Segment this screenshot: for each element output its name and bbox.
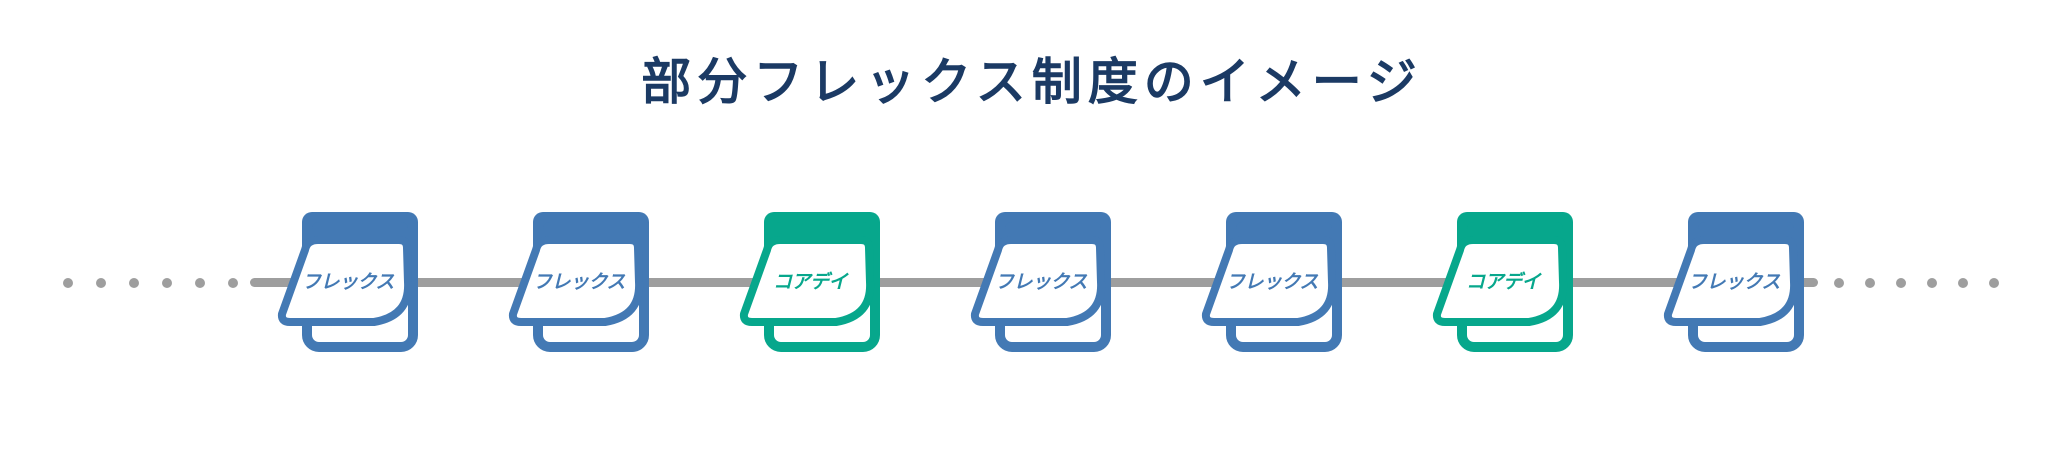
- flip-calendar-icon: コアデイ: [1432, 212, 1573, 352]
- flip-calendar-icon: フレックス: [1201, 212, 1342, 352]
- timeline-dots-left: [63, 277, 238, 288]
- timeline-dot: [162, 277, 172, 288]
- timeline-dot: [129, 277, 139, 288]
- diagram-title: 部分フレックス制度のイメージ: [641, 54, 1423, 110]
- calendar-front-page: [739, 236, 875, 326]
- calendar-flex-day-2: フレックス: [508, 212, 651, 362]
- calendar-flex-day-4: フレックス: [970, 212, 1113, 362]
- day-label: フレックス: [533, 272, 625, 293]
- timeline-dot: [96, 277, 106, 288]
- calendar-flex-day-1: フレックス: [277, 212, 420, 362]
- day-label: コアデイ: [1466, 271, 1543, 293]
- day-label: フレックス: [1688, 272, 1780, 293]
- timeline-dot: [195, 277, 205, 288]
- flip-calendar-icon: フレックス: [1663, 212, 1804, 352]
- timeline-dot: [1927, 277, 1937, 288]
- calendar-front-page: [1201, 236, 1337, 326]
- timeline-dot: [1989, 277, 1999, 288]
- calendar-front-page: [277, 236, 413, 326]
- calendar-front-page: [508, 236, 644, 326]
- timeline-dots-right: [1834, 277, 1999, 288]
- timeline-dot: [1896, 277, 1906, 288]
- calendar-core-day-3: コアデイ: [739, 212, 882, 362]
- timeline-dot: [228, 277, 238, 288]
- day-label: コアデイ: [773, 271, 850, 293]
- calendar-front-page: [1663, 236, 1799, 326]
- flip-calendar-icon: フレックス: [970, 212, 1111, 352]
- calendar-front-page: [970, 236, 1106, 326]
- flip-calendar-icon: コアデイ: [739, 212, 880, 352]
- calendar-core-day-6: コアデイ: [1432, 212, 1575, 362]
- flip-calendar-icon: フレックス: [277, 212, 418, 352]
- calendar-front-page: [1432, 236, 1568, 326]
- calendar-flex-day-5: フレックス: [1201, 212, 1344, 362]
- calendar-flex-day-7: フレックス: [1663, 212, 1806, 362]
- timeline-dot: [1834, 277, 1844, 288]
- timeline-dot: [1958, 277, 1968, 288]
- day-label: フレックス: [1226, 272, 1318, 293]
- timeline-dot: [1865, 277, 1875, 288]
- day-label: フレックス: [302, 272, 394, 293]
- day-label: フレックス: [995, 272, 1087, 293]
- timeline-dot: [63, 277, 73, 288]
- flip-calendar-icon: フレックス: [508, 212, 649, 352]
